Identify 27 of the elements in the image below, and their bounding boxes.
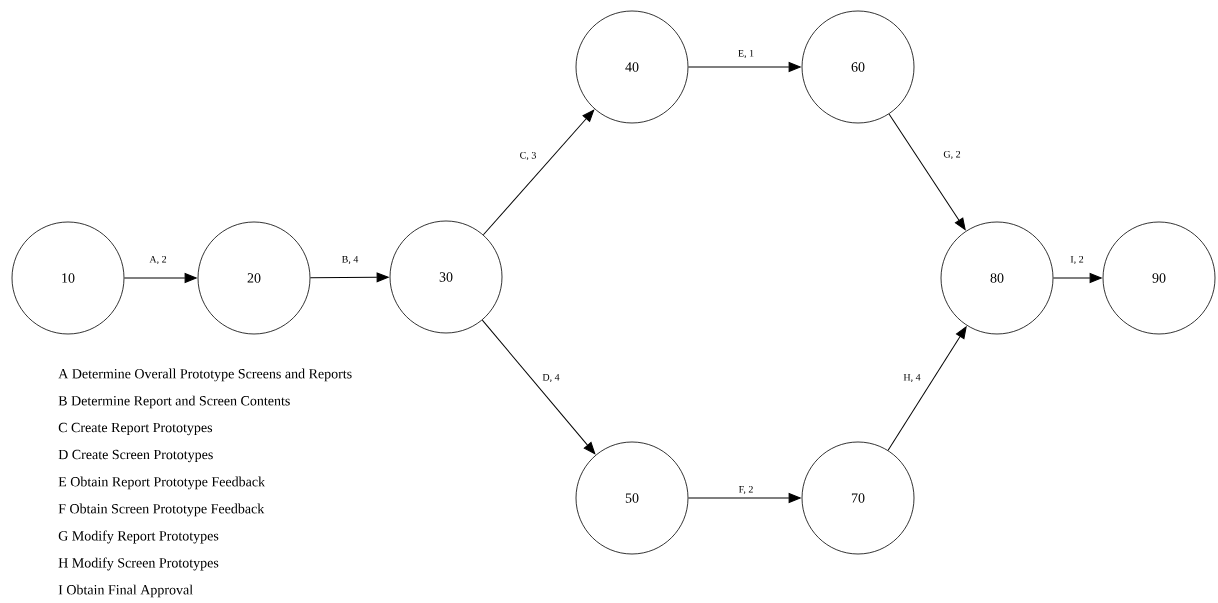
arrow [482, 109, 595, 236]
arrow [481, 319, 596, 455]
arrow [687, 62, 801, 72]
edge-label: H, 4 [902, 372, 922, 384]
legend-text: F Obtain Screen Prototype Feedback [58, 503, 265, 517]
legend-text: I Obtain Final Approval [58, 584, 193, 598]
edge-label: F, 2 [737, 484, 755, 496]
arrow [887, 326, 967, 451]
edge-label: I, 2 [1069, 254, 1085, 266]
arrow [888, 113, 966, 231]
edge-label: C, 3 [518, 150, 538, 162]
legend-text: B Determine Report and Screen Contents [58, 395, 290, 409]
legend-text: D Create Screen Prototypes [58, 449, 213, 463]
arrow [123, 273, 197, 283]
legend-text: G Modify Report Prototypes [58, 530, 219, 544]
edge-label: D, 4 [541, 372, 561, 384]
legend-text: H Modify Screen Prototypes [58, 557, 219, 571]
arrow [309, 272, 389, 283]
legend-text: A Determine Overall Prototype Screens and Reports [58, 368, 352, 382]
edge-label: E, 1 [736, 48, 756, 60]
legend-text: C Create Report Prototypes [58, 422, 213, 436]
arrow [1052, 273, 1102, 283]
legend-text: E Obtain Report Prototype Feedback [58, 476, 266, 490]
edge-label: B, 4 [340, 254, 360, 266]
arrow [687, 493, 801, 503]
edge-label: G, 2 [942, 149, 962, 161]
edge-label: A, 2 [148, 254, 168, 266]
